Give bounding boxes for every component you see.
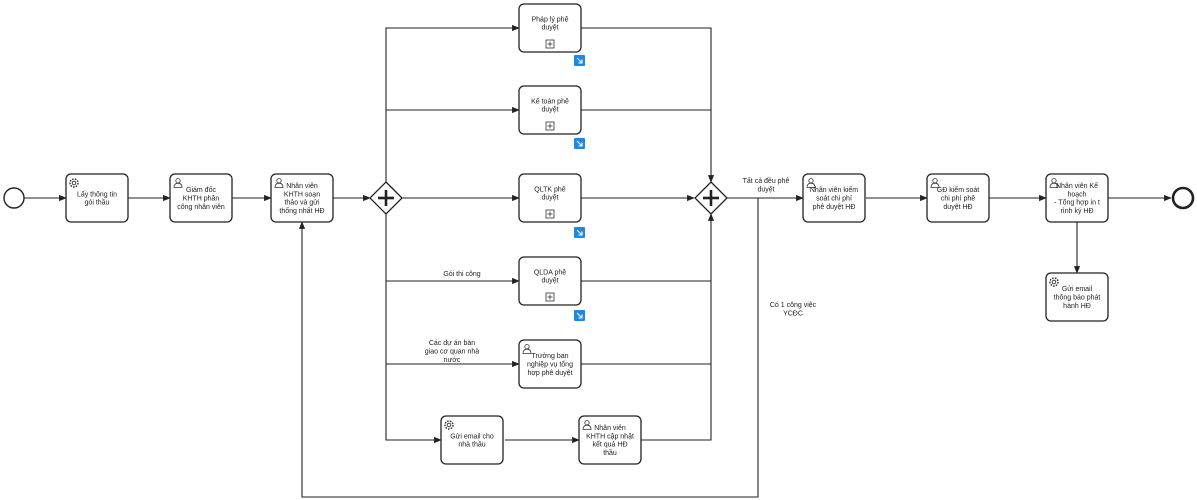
task-label-line: kết quả HĐ (592, 440, 627, 449)
link-arrow-icon[interactable] (573, 309, 586, 322)
label-cac-du-an: nước (444, 357, 461, 364)
task-label-line: Lấy thông tin (77, 189, 117, 198)
task-label-line: Gửi email cho (450, 432, 494, 440)
task-label-line: Kế toán phê (531, 96, 569, 105)
subprocess-qlda[interactable]: QLDA phê duyệt (518, 256, 582, 306)
link-arrow-icon[interactable] (573, 137, 586, 150)
task-label-line: nghiệp vụ tổng (527, 361, 573, 369)
sequence-flows (24, 24, 1172, 498)
task-label-line: duyệt (541, 195, 558, 202)
task-label-line: GĐ kiểm soát (937, 186, 979, 194)
label-cac-du-an: giao cơ quan nhà (425, 348, 480, 355)
task-label-line: KHTH cập nhật (586, 433, 634, 440)
start-event[interactable] (3, 187, 25, 209)
flow-join-loop-back[interactable] (298, 197, 759, 498)
flow-split-to-phap-ly[interactable] (385, 24, 520, 182)
label-tat-ca-deu-phe-duyet: Tất cả đều phê (743, 176, 790, 185)
task-label-line: duyệt (541, 278, 558, 285)
task-label-line: Nhân viên kiểm (810, 186, 858, 194)
task-label-line: QLTK phê (534, 186, 565, 193)
label-co-1-cong-viec: Có 1 công việc (770, 302, 817, 309)
subprocess-qltk[interactable]: QLTK phê duyệt (518, 173, 582, 223)
task-label-line: soát chi phí (816, 196, 852, 203)
task-label-line: thảo và gửi (284, 199, 319, 207)
task-label-line: hợp phê duyệt (527, 370, 572, 377)
end-event[interactable] (1171, 186, 1195, 210)
subprocess-phap-ly[interactable]: Pháp lý phê duyệt (518, 3, 582, 53)
link-arrow-icon[interactable] (573, 54, 586, 67)
flow-split-to-qlda[interactable] (385, 214, 442, 444)
task-label-line: phê duyệt HĐ (813, 204, 856, 211)
subprocess-ke-toan[interactable]: Kế toán phê duyệt (518, 85, 582, 135)
task-label-line: Pháp lý phê (532, 16, 569, 23)
plus-box-icon[interactable] (545, 292, 555, 302)
task-label-line: Giám đốc (186, 185, 216, 194)
label-co-1-cong-viec: YCĐC (783, 310, 803, 317)
task-label-line: hoạch (1067, 191, 1086, 198)
parallel-gateway-split[interactable] (369, 181, 403, 215)
plus-box-icon[interactable] (545, 209, 555, 219)
task-label-line: rình ký HĐ (1060, 208, 1093, 215)
link-arrow-icon[interactable] (573, 226, 586, 239)
task-label-line: gói thầu (85, 198, 110, 207)
task-label-line: Nhân viên (594, 425, 626, 432)
task-label-line: hành HĐ (1063, 303, 1091, 310)
flow-phap-ly-to-join[interactable] (581, 27, 715, 183)
flow-cap-nhat-to-join[interactable] (641, 213, 715, 441)
label-cac-du-an: Các dự án bàn (429, 340, 475, 347)
task-label-line: Nhân viên Kế (1056, 181, 1098, 190)
task-label-line: Gửi email (1062, 285, 1093, 293)
plus-box-icon[interactable] (545, 39, 555, 49)
task-label-line: thông báo phát (1054, 295, 1101, 302)
task-label-line: KHTH soạn (284, 191, 320, 198)
task-label-line: Nhân viên (286, 183, 318, 190)
task-label-line: duyệt (541, 25, 558, 32)
task-label-line: thầu (603, 448, 617, 457)
label-goi-thi-cong: Gói thi công (443, 271, 480, 278)
task-label-line: QLDA phê (534, 269, 566, 276)
task-label-line: nhà thầu (458, 440, 485, 449)
label-tat-ca-deu-phe-duyet: duyệt (757, 186, 774, 193)
task-label-line: - Tổng hợp in t (1054, 199, 1100, 207)
task-label-line: duyệt HĐ (943, 204, 972, 211)
task-label-line: Trưởng ban (531, 352, 568, 360)
task-label-line: công nhân viên (177, 204, 225, 211)
task-label-line: thống nhất HĐ (279, 206, 324, 215)
parallel-gateway-join[interactable] (694, 181, 728, 215)
task-label-line: KHTH phân (183, 196, 220, 203)
task-label-line: duyệt (541, 107, 558, 114)
plus-box-icon[interactable] (545, 121, 555, 131)
task-label-line: chi phí phê (941, 196, 975, 203)
